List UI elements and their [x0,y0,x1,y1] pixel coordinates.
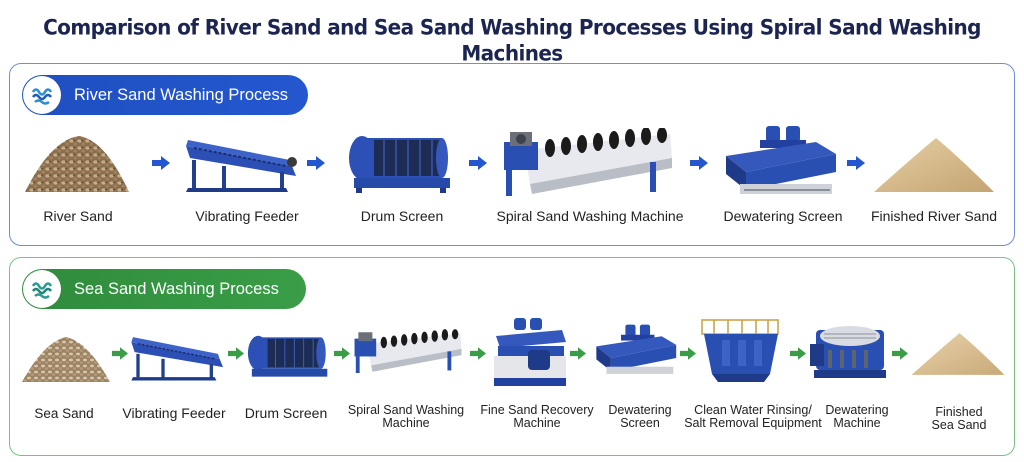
sea-step-dewatering-screen: Dewatering Screen [590,318,690,436]
sea-step-sea-sand: Sea Sand [14,334,114,430]
step-label: Sea Sand [34,406,94,421]
vibrating-feeder-image [186,140,297,192]
river-process-heading: River Sand Washing Process [22,75,308,115]
chevron-right-green-icon [470,347,486,365]
page-title: Comparison of River Sand and Sea Sand Wa… [43,14,981,66]
spiral-sand-washer-image [504,128,672,196]
sea-heading-text: Sea Sand Washing Process [74,279,279,298]
sea-step-fine-sand-recovery: Fine Sand Recovery Machine [474,316,600,436]
sea-process-heading: Sea Sand Washing Process [22,269,306,309]
river-step-river-sand: River Sand [18,132,138,232]
sea-step-drum-screen: Drum Screen [236,330,336,430]
gravel-pile-image [25,136,129,192]
water-wave-icon [23,76,61,114]
step-label: Drum Screen [244,405,328,421]
step-label: Drum Screen [360,208,444,224]
chevron-right-blue-icon [469,156,487,175]
river-heading-text: River Sand Washing Process [74,85,288,104]
step-label: Vibrating Feeder [122,405,226,421]
water-wave-icon [23,270,61,308]
step-label: Dewatering Machine [825,403,889,430]
chevron-right-blue-icon [307,156,325,175]
step-label: River Sand [43,208,113,224]
chevron-right-green-icon [680,347,696,365]
river-step-drum-screen: Drum Screen [336,132,468,232]
river-step-dewatering-screen: Dewatering Screen [712,124,854,232]
drum-screen-image [349,136,450,193]
step-label: Spiral Sand Washing Machine [347,403,465,430]
sea-step-vibrating-feeder: Vibrating Feeder [114,330,234,430]
sea-step-dewatering-machine: Dewatering Machine [802,318,912,436]
chevron-right-green-icon [334,347,350,365]
step-label: Fine Sand Recovery Machine [480,403,594,430]
step-label: Dewatering Screen [723,208,843,224]
chevron-right-green-icon [112,347,128,365]
gravel-pile-image [22,337,110,382]
drum-screen-image [247,335,328,377]
step-label: Dewatering Screen [608,403,672,430]
step-label: Finished River Sand [870,208,998,224]
chevron-right-green-icon [570,347,586,365]
step-label: Spiral Sand Washing Machine [496,208,684,224]
salt-removal-equipment-image [701,319,779,382]
dewatering-screen-image [596,324,677,374]
step-label: Vibrating Feeder [195,208,299,224]
sea-step-spiral-washer: Spiral Sand Washing Machine [340,326,472,436]
sand-pile-image [911,333,1005,375]
fine-sand-recovery-image [494,318,566,386]
river-step-spiral-washer: Spiral Sand Washing Machine [488,128,692,232]
sea-step-clean-water-rinsing: Clean Water Rinsing/ Salt Removal Equipm… [680,316,826,436]
chevron-right-blue-icon [690,156,708,175]
chevron-right-green-icon [228,347,244,365]
vibrating-feeder-image [131,337,223,381]
sea-step-finished-sand: Finished Sea Sand [906,322,1012,436]
chevron-right-blue-icon [847,156,865,175]
step-label: Clean Water Rinsing/ Salt Removal Equipm… [684,403,822,430]
river-step-vibrating-feeder: Vibrating Feeder [176,132,318,232]
dewatering-machine-image [810,326,886,378]
spiral-sand-washer-image [354,329,462,373]
river-step-finished-sand: Finished River Sand [862,132,1006,232]
chevron-right-blue-icon [152,156,170,175]
step-label: Finished Sea Sand [931,405,987,432]
sand-pile-image [874,138,994,192]
chevron-right-green-icon [892,347,908,365]
chevron-right-green-icon [790,347,806,365]
dewatering-screen-image [726,126,836,194]
river-process-panel: River Sand Washing Process [9,63,1015,246]
